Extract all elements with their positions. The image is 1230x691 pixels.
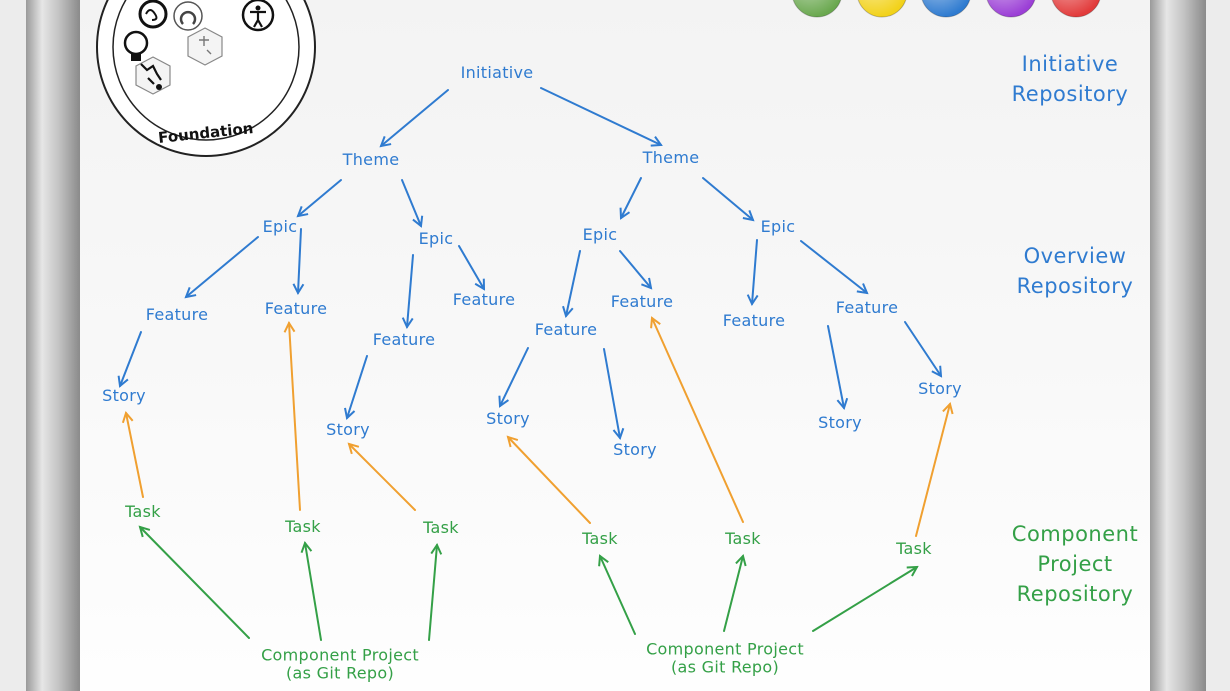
node-story-4: Story bbox=[613, 439, 657, 459]
node-story-1: Story bbox=[102, 385, 146, 405]
arrow-task-1-story-1 bbox=[126, 413, 144, 498]
arrow-feature-8-story-6 bbox=[904, 321, 941, 376]
arrow-task-6-story-6 bbox=[915, 404, 950, 537]
node-task-1: Task bbox=[125, 501, 161, 521]
node-feature-7: Feature bbox=[722, 310, 786, 330]
node-task-5: Task bbox=[725, 528, 761, 548]
color-dot-blue bbox=[921, 0, 971, 18]
arrow-theme-right-epic-4 bbox=[702, 177, 753, 220]
arrow-task-2-feature-2 bbox=[289, 323, 301, 511]
color-dot-purple bbox=[986, 0, 1036, 18]
arrow-component-left-task-3 bbox=[428, 545, 437, 641]
arrow-epic-3-feature-6 bbox=[619, 250, 651, 288]
arrow-task-4-story-3 bbox=[508, 437, 591, 524]
arrow-epic-2-feature-4 bbox=[458, 245, 484, 289]
arrow-epic-4-feature-8 bbox=[800, 240, 867, 293]
arrow-feature-3-story-2 bbox=[347, 355, 368, 418]
node-feature-1: Feature bbox=[145, 304, 209, 324]
color-dot-yellow bbox=[857, 0, 907, 18]
arrow-component-right-task-4 bbox=[600, 556, 636, 635]
node-feature-2: Feature bbox=[264, 298, 328, 318]
node-story-3: Story bbox=[486, 408, 530, 428]
arrow-feature-5-story-3 bbox=[500, 347, 529, 406]
node-story-6: Story bbox=[918, 378, 962, 398]
arrow-epic-1-feature-1 bbox=[186, 236, 259, 297]
arrow-component-left-task-1 bbox=[140, 527, 250, 639]
open-source-icon bbox=[173, 1, 203, 31]
node-epic-1: Epic bbox=[262, 216, 298, 236]
overview-repository-label: Overview Repository bbox=[1016, 244, 1134, 298]
node-epic-4: Epic bbox=[760, 216, 796, 236]
arrow-epic-2-feature-3 bbox=[407, 254, 414, 327]
node-feature-4: Feature bbox=[452, 289, 516, 309]
node-epic-2: Epic bbox=[418, 228, 454, 248]
node-epic-3: Epic bbox=[582, 224, 618, 244]
arrow-epic-3-feature-5 bbox=[566, 250, 581, 316]
arrow-theme-left-epic-2 bbox=[401, 179, 421, 226]
node-task-2: Task bbox=[285, 516, 321, 536]
node-task-3: Task bbox=[423, 517, 459, 537]
lightbulb-icon bbox=[123, 30, 149, 61]
edges bbox=[120, 87, 950, 641]
node-initiative: Initiative bbox=[460, 62, 534, 82]
brain-icon bbox=[138, 0, 168, 29]
puzzle-icon bbox=[135, 56, 171, 95]
node-component-project-left: Component Project (as Git Repo) bbox=[261, 645, 419, 683]
node-feature-5: Feature bbox=[534, 319, 598, 339]
arrow-feature-1-story-1 bbox=[120, 331, 142, 386]
arrow-task-5-feature-6 bbox=[652, 318, 744, 523]
arrow-epic-4-feature-7 bbox=[752, 239, 757, 304]
arrow-component-right-task-6 bbox=[812, 567, 917, 632]
arrow-component-right-task-5 bbox=[723, 556, 743, 632]
arrow-component-left-task-2 bbox=[305, 543, 322, 641]
node-story-2: Story bbox=[326, 419, 370, 439]
node-feature-8: Feature bbox=[835, 297, 899, 317]
node-theme-left: Theme bbox=[342, 149, 400, 169]
node-story-5: Story bbox=[818, 412, 862, 432]
accessibility-icon bbox=[241, 0, 275, 32]
node-component-project-right: Component Project (as Git Repo) bbox=[646, 639, 804, 677]
node-theme-right: Theme bbox=[642, 147, 700, 167]
color-dot-red bbox=[1051, 0, 1101, 18]
hexagon-badge-icon bbox=[187, 27, 223, 66]
arrow-initiative-theme-left bbox=[381, 89, 449, 146]
arrow-initiative-theme-right bbox=[540, 87, 661, 145]
frame-right-rail bbox=[1150, 0, 1206, 691]
arrow-feature-8-story-5 bbox=[827, 325, 844, 408]
component-project-repository-label: Component Project Repository bbox=[1011, 522, 1139, 606]
arrow-task-3-story-2 bbox=[349, 444, 416, 511]
foundation-logo bbox=[96, 0, 316, 157]
arrow-epic-1-feature-2 bbox=[298, 228, 301, 293]
arrow-feature-5-story-4 bbox=[603, 348, 620, 438]
node-task-4: Task bbox=[582, 528, 618, 548]
frame-left-rail bbox=[26, 0, 80, 691]
initiative-repository-label: Initiative Repository bbox=[1011, 52, 1129, 106]
node-task-6: Task bbox=[896, 538, 932, 558]
node-feature-3: Feature bbox=[372, 329, 436, 349]
color-dots bbox=[792, 0, 1101, 18]
arrow-theme-left-epic-1 bbox=[298, 179, 342, 216]
node-feature-6: Feature bbox=[610, 291, 674, 311]
arrow-theme-right-epic-3 bbox=[621, 177, 642, 218]
color-dot-green bbox=[792, 0, 842, 18]
